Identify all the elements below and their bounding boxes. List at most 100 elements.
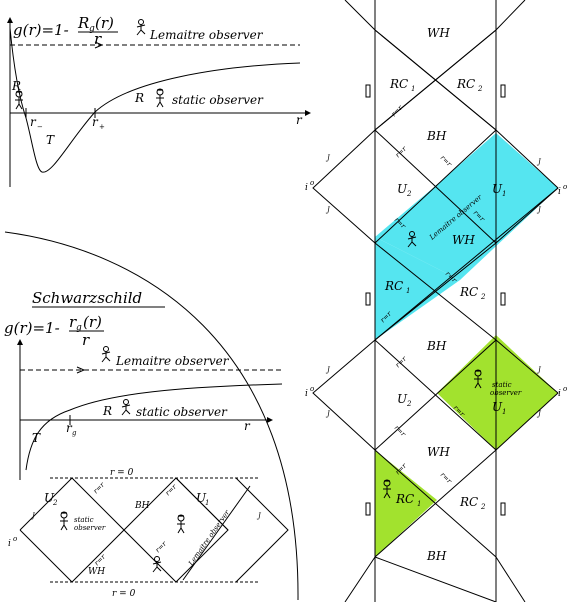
- pb-rminus-1: r=r: [390, 103, 405, 118]
- schw-formula-num-sub: g: [76, 323, 82, 333]
- top-lemaitre-figure-icon: [136, 19, 146, 36]
- top-static-figure-icon: [155, 88, 165, 108]
- ps-r0-top: r = 0: [110, 468, 134, 478]
- top-formula-lhs: g(r)=1-: [13, 21, 69, 39]
- top-axis-r: r: [296, 113, 303, 127]
- schw-rg: r: [66, 421, 73, 435]
- schw-lemaitre-figure-icon: [101, 346, 111, 363]
- pb-scri-4: J: [536, 206, 542, 214]
- schw-formula-den: r: [82, 331, 90, 349]
- penrose-small: [19, 477, 289, 583]
- top-region-T: T: [46, 133, 55, 147]
- pb-i0-left-2: i: [305, 389, 308, 399]
- pb-WH-2: WH: [452, 233, 475, 247]
- pb-BH-2: BH: [426, 339, 447, 353]
- pb-U1-2-sub: 1: [502, 408, 506, 416]
- penrose-big-lines: [312, 0, 559, 602]
- pb-RC2-right: RC: [456, 77, 475, 91]
- ps-U1-sub: 1: [205, 499, 209, 507]
- schw-rg-sub: g: [72, 429, 77, 437]
- ps-U1: U: [196, 491, 207, 505]
- pb-RC1-green-sub: 1: [417, 500, 421, 508]
- cyan-region-RC1: [375, 237, 460, 340]
- pb-side-marks: [365, 84, 506, 516]
- schw-static-figure-icon: [121, 399, 131, 416]
- schwarzschild-title: Schwarzschild: [32, 289, 142, 307]
- pb-i0-right-1-sup: o: [563, 183, 567, 191]
- pb-U2-1-sub: 2: [406, 190, 412, 198]
- pb-i0-right-2-sup: o: [563, 385, 567, 393]
- pb-scri-7: J: [536, 366, 542, 374]
- schw-formula-num-arg: (r): [83, 313, 102, 331]
- pb-scri-3: J: [536, 158, 542, 166]
- ps-rg-3: r=r: [93, 552, 108, 567]
- pb-U1-2: U: [492, 400, 503, 414]
- pb-rminus-5: r=r: [439, 471, 454, 486]
- pb-static-2: observer: [490, 389, 522, 397]
- pb-i0-left-1-sup: o: [310, 179, 314, 187]
- pb-i0-right-2: i: [558, 389, 561, 399]
- pb-U2-1: U: [397, 182, 408, 196]
- schwarzschild-boundary-arc: [4, 231, 299, 601]
- pb-rplus-7: r=r: [393, 424, 408, 439]
- schw-region-T: T: [32, 431, 41, 445]
- top-static-label: static observer: [172, 93, 264, 107]
- pb-RC1-cyan-sub: 1: [406, 287, 410, 295]
- pb-static-1: static: [492, 381, 512, 389]
- pb-RC2-bottom: RC: [459, 495, 478, 509]
- pb-BH-1: BH: [426, 129, 447, 143]
- ps-r0-bottom: r = 0: [112, 589, 136, 599]
- ps-static-figure-right-icon: [176, 514, 186, 534]
- top-r-plus: r: [92, 115, 99, 129]
- pb-RC2-left: RC: [389, 77, 408, 91]
- top-formula-den: r: [94, 30, 102, 48]
- ps-scri-left: J: [30, 512, 36, 520]
- pb-U2-2: U: [397, 392, 408, 406]
- pb-RC1-green: RC: [395, 492, 414, 506]
- pb-BH-3: BH: [426, 549, 447, 563]
- pb-WH-3: WH: [427, 445, 450, 459]
- pb-rplus-1: r=r: [394, 144, 409, 159]
- pb-scri-8: J: [536, 410, 542, 418]
- ps-static-1: static: [74, 516, 94, 524]
- ps-rg-1: r=r: [92, 480, 107, 495]
- pb-WH-1: WH: [427, 26, 450, 40]
- pb-RC1-cyan: RC: [384, 279, 403, 293]
- pb-rplus-2: r=r: [439, 154, 454, 169]
- ps-lemaitre-figure-icon: [152, 556, 162, 573]
- pb-rplus-5: r=r: [394, 354, 409, 369]
- ps-U2-sub: 2: [52, 499, 58, 507]
- ps-scri-right: J: [256, 512, 262, 520]
- ps-static-figure-left-icon: [59, 511, 69, 531]
- ps-lemaitre-label: Lemaitre observer: [187, 508, 232, 568]
- ps-i0-sup: o: [13, 535, 17, 543]
- top-formula-num: R: [77, 14, 89, 32]
- ps-rg-2: r=r: [164, 482, 179, 497]
- ps-static-2: observer: [74, 524, 106, 532]
- top-r-plus-sub: +: [99, 123, 105, 131]
- pb-RC2-mid: RC: [459, 285, 478, 299]
- top-lemaitre-label: Lemaitre observer: [149, 28, 264, 42]
- pb-scri-5: J: [325, 366, 331, 374]
- schw-formula-lhs: g(r)=1-: [4, 319, 60, 337]
- pb-RC2-left-sub: 1: [411, 85, 415, 93]
- top-region-R-right: R: [134, 91, 144, 105]
- ps-WH: WH: [88, 567, 105, 577]
- pb-scri-1: J: [325, 154, 331, 162]
- schw-region-R: R: [102, 404, 112, 418]
- schw-static-label: static observer: [136, 405, 228, 419]
- top-g-curve: [9, 27, 301, 173]
- schw-g-curve: [25, 383, 283, 471]
- top-r-minus: r: [30, 115, 37, 129]
- schw-formula-num: r: [69, 313, 77, 331]
- green-region-U1: [437, 335, 558, 450]
- top-r-minus-sub: −: [37, 123, 43, 131]
- ps-U2: U: [44, 491, 55, 505]
- pb-U2-2-sub: 2: [406, 400, 412, 408]
- ps-BH: BH: [134, 501, 150, 511]
- ps-i0: i: [8, 539, 11, 549]
- pb-i0-left-1: i: [305, 183, 308, 193]
- pb-i0-left-2-sup: o: [310, 385, 314, 393]
- pb-scri-6: J: [325, 410, 331, 418]
- pb-U1-1-sub: 1: [502, 190, 506, 198]
